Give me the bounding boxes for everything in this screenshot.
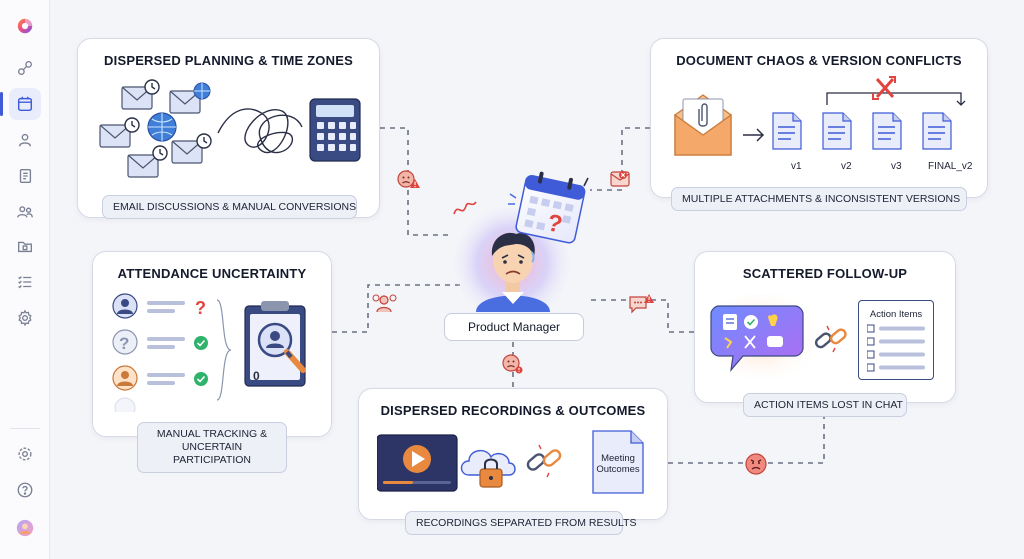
meeting-outcomes-label: Meeting Outcomes [596, 453, 640, 475]
calendar-icon [17, 96, 33, 112]
app-logo[interactable] [9, 10, 41, 42]
chat-warning-icon [629, 294, 654, 314]
avatar[interactable] [9, 512, 41, 544]
card-caption: EMAIL DISCUSSIONS & MANUAL CONVERSIONS [102, 195, 357, 219]
checklist-icon [18, 276, 32, 289]
svg-text:?: ? [545, 209, 565, 238]
version-label: v2 [841, 161, 852, 172]
sidebar-item-connections[interactable] [9, 52, 41, 84]
product-manager-label: Product Manager [444, 313, 584, 341]
sidebar-item-documents[interactable] [9, 160, 41, 192]
document-icon [772, 112, 952, 150]
sidebar-item-people[interactable] [9, 124, 41, 156]
help-button[interactable] [9, 474, 41, 506]
globe-icon [147, 82, 211, 142]
action-items-title: Action Items [869, 309, 923, 320]
confused-calendar-icon: ? [508, 171, 589, 244]
sidebar-item-settings[interactable] [9, 302, 41, 334]
sidebar-item-groups[interactable] [9, 196, 41, 228]
connections-icon [18, 61, 32, 75]
card-attendance-uncertainty: ATTENDANCE UNCERTAINTY ? ? [92, 251, 332, 473]
cloud-lock-icon [460, 450, 516, 488]
video-player-icon [377, 434, 458, 492]
action-items-list: Action Items [858, 300, 934, 380]
versions-illustration [674, 76, 966, 156]
settings-icon [18, 447, 32, 461]
svg-text:?: ? [195, 298, 206, 318]
email-attachment-icon [674, 94, 732, 156]
version-label: v3 [891, 161, 902, 172]
logo-icon [17, 18, 33, 34]
sidebar-item-calendar[interactable] [0, 88, 41, 120]
chat-bubble-illustration [709, 294, 813, 378]
card-dispersed-recordings: DISPERSED RECORDINGS & OUTCOMES [358, 388, 668, 535]
card-caption: ACTION ITEMS LOST IN CHAT [743, 393, 907, 417]
card-title: DISPERSED RECORDINGS & OUTCOMES [380, 403, 646, 418]
diagram-canvas: ? Product Manager DISPERSED PLANNING & T… [50, 0, 1024, 559]
checklist-icon [867, 324, 925, 372]
sidebar-bottom-settings[interactable] [9, 438, 41, 470]
recording-illustration [377, 434, 562, 492]
card-caption: MANUAL TRACKING & UNCERTAIN PARTICIPATIO… [137, 422, 287, 473]
stress-squiggle-icon [453, 201, 477, 215]
angry-face-icon [745, 453, 767, 475]
svg-text:?: ? [119, 334, 129, 353]
emails-timezones-illustration [99, 79, 361, 178]
person-icon [18, 133, 32, 147]
card-title: ATTENDANCE UNCERTAINTY [117, 266, 307, 281]
clock-icon [124, 79, 212, 161]
document-icon [592, 430, 644, 494]
attendee-count: 0 [253, 369, 260, 383]
card-dispersed-planning: DISPERSED PLANNING & TIME ZONES [77, 38, 380, 219]
avatar-icon [16, 519, 34, 537]
tangled-line-icon [217, 108, 303, 154]
group-icon [17, 206, 33, 218]
card-scattered-followup: SCATTERED FOLLOW-UP Action Items [694, 251, 956, 417]
person-warning-icon [372, 294, 397, 313]
card-title: DOCUMENT CHAOS & VERSION CONFLICTS [676, 53, 962, 68]
conflict-document-icon [610, 171, 630, 187]
sidebar [0, 0, 50, 559]
card-document-chaos: DOCUMENT CHAOS & VERSION CONFLICTS [650, 38, 988, 211]
frustrated-face-warning-icon [397, 170, 420, 188]
help-icon [17, 482, 33, 498]
card-title: SCATTERED FOLLOW-UP [742, 266, 908, 281]
card-title: DISPERSED PLANNING & TIME ZONES [104, 53, 353, 68]
bracket-icon [216, 299, 232, 401]
sidebar-item-folders[interactable] [9, 230, 41, 262]
settings-icon [18, 309, 32, 327]
meeting-outcomes-document: Meeting Outcomes [591, 429, 645, 495]
version-label: v1 [791, 161, 802, 172]
worried-face-warning-icon [502, 354, 523, 374]
attendee-rows: ? ? [112, 293, 208, 412]
folder-icon [18, 241, 32, 253]
arrow-icon [743, 128, 765, 142]
sidebar-item-tasks[interactable] [9, 266, 41, 298]
broken-link-icon [526, 444, 562, 478]
card-caption: MULTIPLE ATTACHMENTS & INCONSISTENT VERS… [671, 187, 967, 211]
card-caption: RECORDINGS SEPARATED FROM RESULTS [405, 511, 637, 535]
clipboard-search-icon [244, 301, 306, 387]
version-label: FINAL_v2 [928, 161, 973, 172]
sidebar-divider [10, 428, 40, 429]
attendance-illustration: ? ? [112, 293, 306, 412]
broken-link-icon [814, 325, 847, 353]
envelope-icon [99, 86, 203, 178]
calculator-icon [309, 98, 361, 162]
document-icon [19, 169, 32, 183]
conflict-arrows-icon [872, 76, 896, 100]
